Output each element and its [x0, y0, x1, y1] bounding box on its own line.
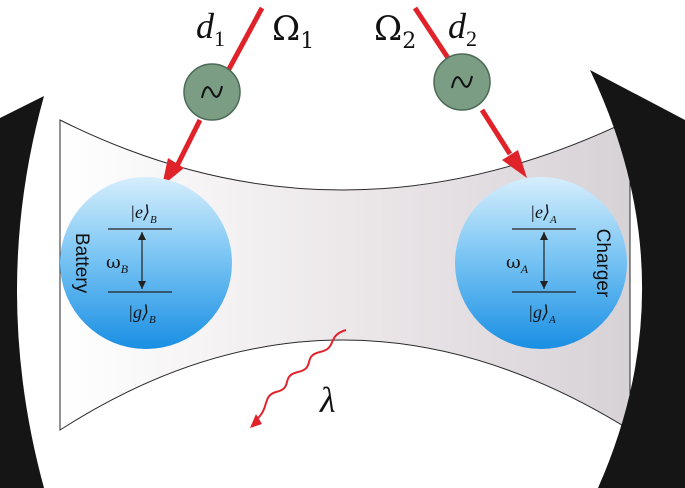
right-laser-lower	[479, 108, 513, 156]
charger-ground-state: |g⟩A	[528, 302, 556, 326]
left-laser-omega-label: Ω1	[272, 9, 314, 54]
decay-rate-label: λ	[319, 380, 336, 420]
decay-photon-wave	[255, 329, 347, 421]
charger-frequency: ωA	[506, 252, 529, 276]
sine-wave-icon	[201, 85, 223, 99]
battery-excited-state: |e⟩B	[130, 202, 157, 226]
right-modulator	[433, 53, 491, 111]
left-mirror	[0, 96, 44, 488]
battery-label: Battery	[71, 233, 92, 294]
battery-frequency: ωB	[106, 252, 129, 276]
left-laser-arrowhead	[162, 158, 184, 186]
charger-excited-state: |e⟩A	[530, 202, 557, 226]
left-laser-lower	[172, 118, 203, 172]
battery-atom: Battery |e⟩B |g⟩B ωB	[60, 177, 232, 349]
right-mirror	[590, 70, 685, 488]
right-laser-arrowhead	[502, 150, 527, 178]
decay-photon-arrowhead	[250, 414, 262, 428]
right-laser-d-label: d2	[448, 6, 477, 51]
battery-ground-state: |g⟩B	[128, 302, 156, 326]
charger-label: Charger	[592, 229, 613, 298]
sine-wave-icon	[451, 75, 473, 89]
right-laser-omega-label: Ω2	[374, 9, 416, 54]
right-laser-upper	[412, 6, 451, 60]
charger-atom: Charger |e⟩A |g⟩A ωA	[455, 177, 627, 349]
left-modulator	[183, 63, 241, 121]
left-laser-d-label: d1	[196, 6, 225, 51]
